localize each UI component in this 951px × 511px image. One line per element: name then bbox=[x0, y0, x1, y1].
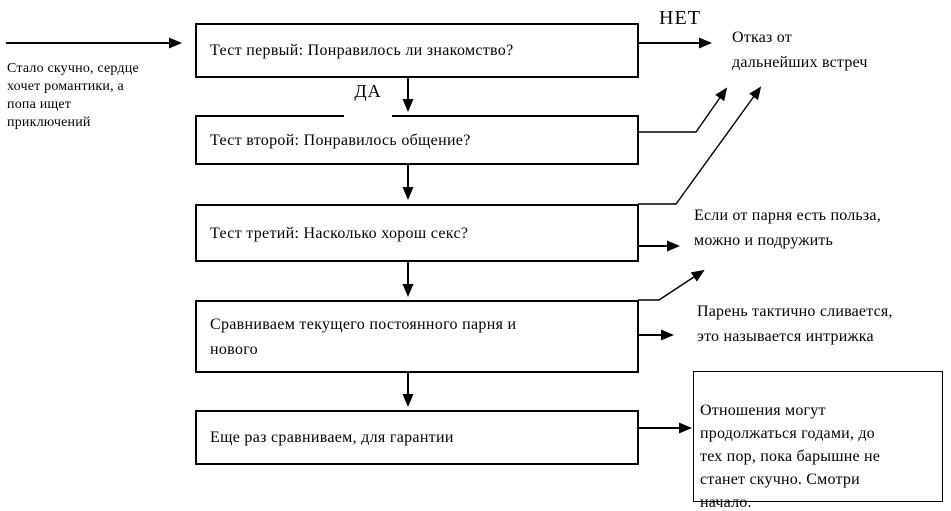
outcome-refusal: Отказ от дальнейших встреч bbox=[732, 29, 868, 71]
outcome-long-term-box: Отношения могут продолжаться годами, до … bbox=[693, 371, 943, 511]
flow-step-3-label: Тест третий: Насколько хорош секс? bbox=[210, 224, 469, 242]
edge-label-no: НЕТ bbox=[652, 7, 708, 30]
flow-step-2: Тест второй: Понравилось общение? bbox=[195, 115, 639, 165]
flow-step-4: Сравниваем текущего постоянного парня и … bbox=[195, 300, 639, 373]
flow-step-5-label: Еще раз сравниваем, для гарантии bbox=[210, 429, 454, 446]
escape-arrow-step3-refusal bbox=[638, 86, 762, 205]
flow-step-1: Тест первый: Понравилось ли знакомство? bbox=[195, 23, 639, 78]
outcome-fling: Парень тактично сливается, это называетс… bbox=[697, 303, 893, 345]
flow-step-1-label: Тест первый: Понравилось ли знакомство? bbox=[210, 42, 514, 59]
flow-step-4-label: Сравниваем текущего постоянного парня и … bbox=[210, 315, 517, 358]
escape-arrow-step4-benefit bbox=[638, 269, 705, 301]
flow-step-2-label: Тест второй: Понравилось общение? bbox=[210, 131, 471, 149]
outcome-benefit: Если от парня есть польза, можно и подру… bbox=[694, 207, 881, 249]
flow-step-5: Еще раз сравниваем, для гарантии bbox=[195, 410, 639, 465]
escape-arrow-step2-refusal bbox=[638, 87, 728, 133]
flow-step-3: Тест третий: Насколько хорош секс? bbox=[195, 204, 639, 262]
edge-label-yes: ДА bbox=[344, 80, 392, 117]
start-note: Стало скучно, сердце хочет романтики, а … bbox=[7, 61, 139, 130]
outcome-long-term-label: Отношения могут продолжаться годами, до … bbox=[700, 402, 881, 511]
